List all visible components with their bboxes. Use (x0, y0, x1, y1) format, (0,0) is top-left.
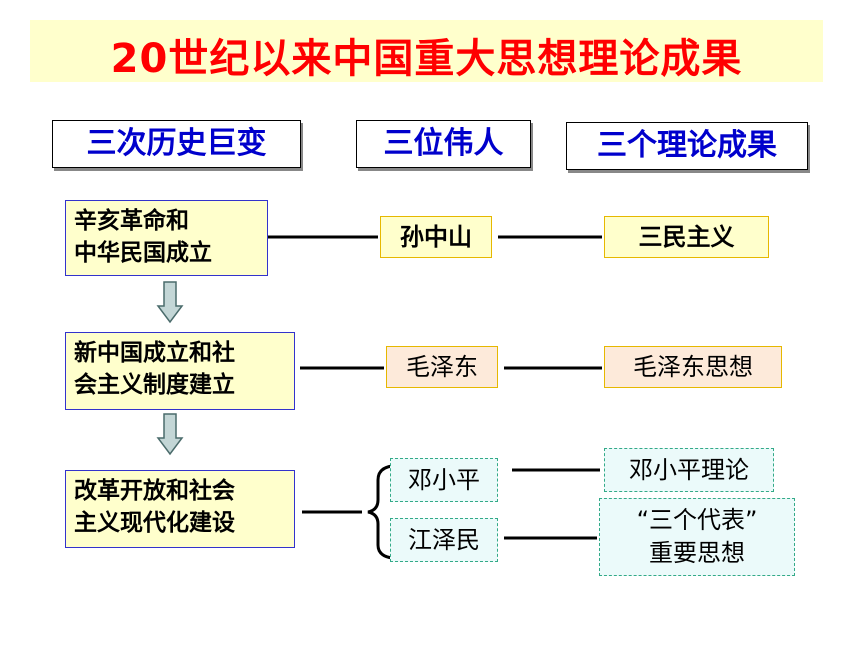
event-text-line: 会主义制度建立 (74, 372, 235, 398)
down-arrow-icon (156, 413, 184, 456)
event-text-line: 主义现代化建设 (74, 510, 235, 536)
header-historic-changes: 三次历史巨变 (52, 120, 301, 168)
theory-deng-theory: 邓小平理论 (604, 448, 774, 492)
event-box-new-china: 新中国成立和社 会主义制度建立 (65, 332, 295, 410)
title-banner: 20世纪以来中国重大思想理论成果 (30, 20, 823, 82)
brace-shape (367, 464, 393, 560)
header-theory-achievements: 三个理论成果 (566, 122, 808, 170)
down-arrow-icon (156, 281, 184, 324)
theory-text-line: 重要思想 (649, 539, 745, 567)
header-great-leaders: 三位伟人 (356, 120, 531, 168)
event-text-line: 辛亥革命和 (74, 208, 189, 234)
theory-three-represents: “三个代表” 重要思想 (599, 498, 795, 576)
event-box-xinhai: 辛亥革命和 中华民国成立 (65, 200, 268, 276)
page-title: 20世纪以来中国重大思想理论成果 (110, 36, 743, 82)
event-box-reform: 改革开放和社会 主义现代化建设 (65, 470, 295, 548)
person-sun-zhongshan: 孙中山 (380, 216, 492, 258)
event-text-line: 改革开放和社会 (74, 478, 235, 504)
event-text-line: 中华民国成立 (74, 240, 212, 266)
person-jiang-zemin: 江泽民 (390, 518, 498, 562)
theory-text-line: “三个代表” (636, 506, 758, 534)
event-text-line: 新中国成立和社 (74, 340, 235, 366)
person-mao-zedong: 毛泽东 (386, 346, 498, 388)
theory-three-principles: 三民主义 (604, 216, 769, 258)
person-deng-xiaoping: 邓小平 (390, 458, 498, 502)
theory-mao-thought: 毛泽东思想 (604, 346, 782, 388)
